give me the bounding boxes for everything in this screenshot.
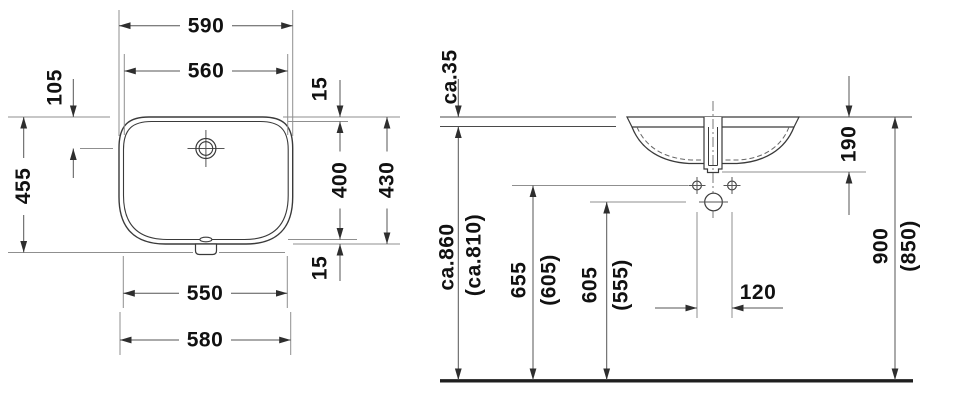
fixing-holes-and-drain [688, 177, 741, 212]
dim-label-hole-spacing: 120 [740, 281, 777, 304]
dim-label-holes-height-alt: (605) [538, 254, 561, 306]
dim-label-rim-above-counter: ca.35 [439, 49, 462, 104]
plan-view: 590 560 105 455 15 400 430 15 550 580 [8, 10, 400, 355]
dim-label-rim-bottom: 15 [309, 256, 332, 280]
dim-label-inner-depth: 400 [329, 162, 352, 199]
dim-label-holes-height: 655 [508, 262, 531, 299]
overflow-slot [199, 236, 213, 243]
basin-plan-outline [118, 116, 294, 245]
dim-label-counter-height-alt: (ca.810) [463, 214, 486, 296]
basin-section [626, 101, 800, 218]
basin-inner-hidden-line [722, 126, 790, 161]
plan-extension-lines [8, 10, 400, 355]
dim-label-rim-top: 15 [309, 77, 332, 101]
dim-label-bottom-inner-width: 550 [187, 282, 224, 305]
dim-label-top-inner-width: 560 [188, 60, 225, 83]
dim-label-rim-height-alt: (850) [898, 220, 921, 272]
dim-label-bottom-width: 580 [187, 329, 224, 352]
dim-label-rim-outer-depth: 430 [376, 162, 399, 199]
plan-dimension-labels: 590 560 105 455 15 400 430 15 550 580 [12, 15, 398, 352]
dim-label-tap-offset: 105 [44, 69, 67, 106]
tap-hole-icon [187, 130, 225, 167]
outlet-slot [194, 243, 218, 256]
dim-label-depth: 455 [12, 168, 35, 205]
basin-inner-hidden-line [636, 126, 704, 161]
elevation-dimension-lines [454, 76, 899, 380]
dim-label-outlet-drop: 190 [838, 126, 861, 163]
dim-label-top-width: 590 [188, 15, 225, 38]
dim-label-counter-height: ca.860 [436, 223, 459, 290]
dim-label-drain-height: 605 [579, 267, 602, 304]
elevation-dimension-labels: ca.35 ca.860 (ca.810) 655 (605) 605 (555… [436, 49, 921, 310]
elevation-view: ca.35 ca.860 (ca.810) 655 (605) 605 (555… [436, 49, 921, 383]
dim-label-drain-height-alt: (555) [610, 259, 633, 311]
elevation-extension-lines [512, 171, 866, 318]
dim-label-rim-height: 900 [870, 228, 893, 265]
